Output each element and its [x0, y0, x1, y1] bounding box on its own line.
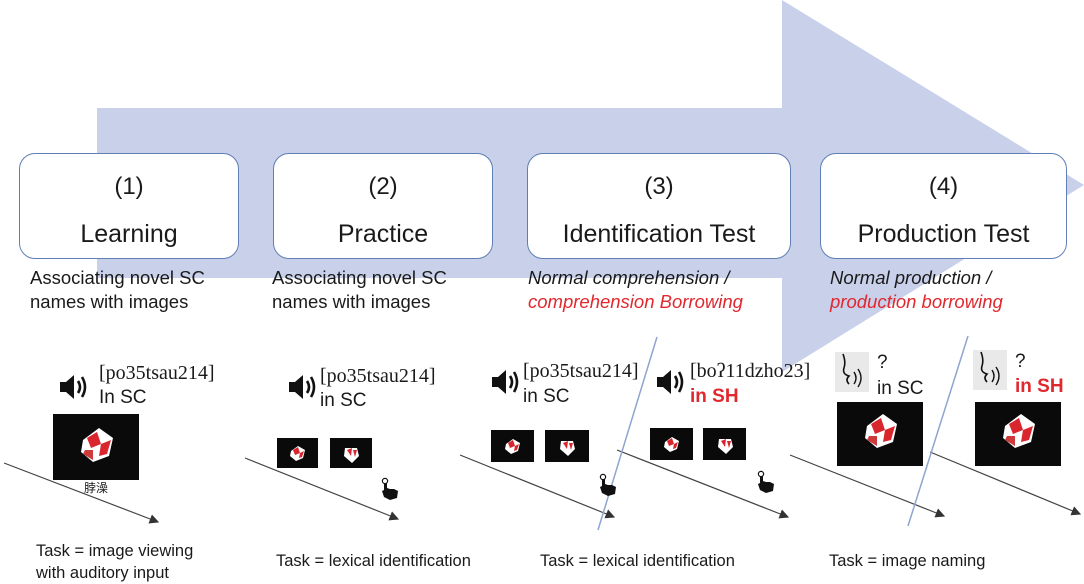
stage-title: Practice — [337, 220, 429, 248]
pointing-hand-icon — [599, 473, 616, 496]
description-line: production borrowing — [830, 291, 1003, 312]
choice-image-right[interactable] — [703, 428, 746, 460]
stage-box-learning: (1) Learning — [19, 153, 239, 259]
stage-title: Production Test — [857, 220, 1030, 248]
task-label-identification: Task = lexical identification — [540, 552, 735, 570]
stage-description-production: Normal production / production borrowing — [830, 266, 1003, 314]
description-line: Normal comprehension / — [528, 267, 730, 288]
description-line: Associating novel SC — [30, 267, 205, 288]
task-label-production: Task = image naming — [829, 552, 986, 570]
task-label-learning: Task = image viewing with auditory input — [36, 540, 193, 584]
audio-label-sc: [po35tsau214] — [99, 362, 215, 384]
stage-description-identification: Normal comprehension / comprehension Bor… — [528, 266, 743, 314]
stage-number: (2) — [368, 173, 398, 200]
stage-box-identification-test: (3) Identification Test — [527, 153, 791, 259]
stage-box-practice: (2) Practice — [273, 153, 493, 259]
speaker-icon — [289, 375, 316, 399]
speaking-head-icon — [973, 350, 1007, 390]
choice-image-left[interactable] — [650, 428, 693, 460]
speaker-icon — [492, 370, 519, 394]
novel-object-image — [975, 402, 1061, 466]
description-line: names with images — [272, 291, 431, 312]
description-line: Normal production / — [830, 267, 992, 288]
novel-object-image — [837, 402, 923, 466]
stage-number: (3) — [644, 173, 674, 200]
pointing-hand-icon — [757, 470, 774, 493]
language-label-borrowing: in SH — [1015, 376, 1064, 397]
language-label: in SC — [877, 378, 924, 399]
speaker-icon — [657, 370, 684, 394]
stage-number: (4) — [928, 173, 959, 200]
choice-image-left[interactable] — [277, 438, 318, 468]
unknown-name-marker: ? — [1015, 351, 1026, 372]
audio-label-sc: [po35tsau214] — [523, 360, 639, 382]
stage-number: (1) — [114, 173, 144, 200]
task-line: with auditory input — [36, 564, 169, 582]
stage-title: Identification Test — [562, 220, 756, 248]
language-label: in SC — [523, 386, 570, 407]
choice-image-right[interactable] — [330, 438, 372, 468]
stage-title: Learning — [80, 220, 178, 248]
audio-label-sh: [boʔ11dzho23] — [690, 360, 811, 382]
choice-image-right[interactable] — [545, 430, 589, 462]
language-label-borrowing: in SH — [690, 386, 739, 407]
choice-image-left[interactable] — [491, 430, 534, 462]
pointing-hand-icon — [381, 477, 398, 500]
task-line: Task = image viewing — [36, 542, 194, 560]
stage-description-learning: Associating novel SC names with images — [30, 266, 205, 314]
language-label: in SC — [320, 390, 367, 411]
speaker-icon — [60, 375, 87, 399]
image-caption: 脖澡 — [84, 481, 109, 495]
stage-description-practice: Associating novel SC names with images — [272, 266, 447, 314]
description-line: Associating novel SC — [272, 267, 447, 288]
audio-label-sc: [po35tsau214] — [320, 365, 436, 387]
description-line: names with images — [30, 291, 189, 312]
language-label: In SC — [99, 387, 147, 408]
novel-object-image — [53, 414, 139, 480]
unknown-name-marker: ? — [877, 352, 888, 373]
stage-box-production-test: (4) Production Test — [820, 153, 1067, 259]
task-label-practice: Task = lexical identification — [276, 552, 471, 570]
speaking-head-icon — [835, 352, 869, 392]
description-line: comprehension Borrowing — [528, 291, 743, 312]
